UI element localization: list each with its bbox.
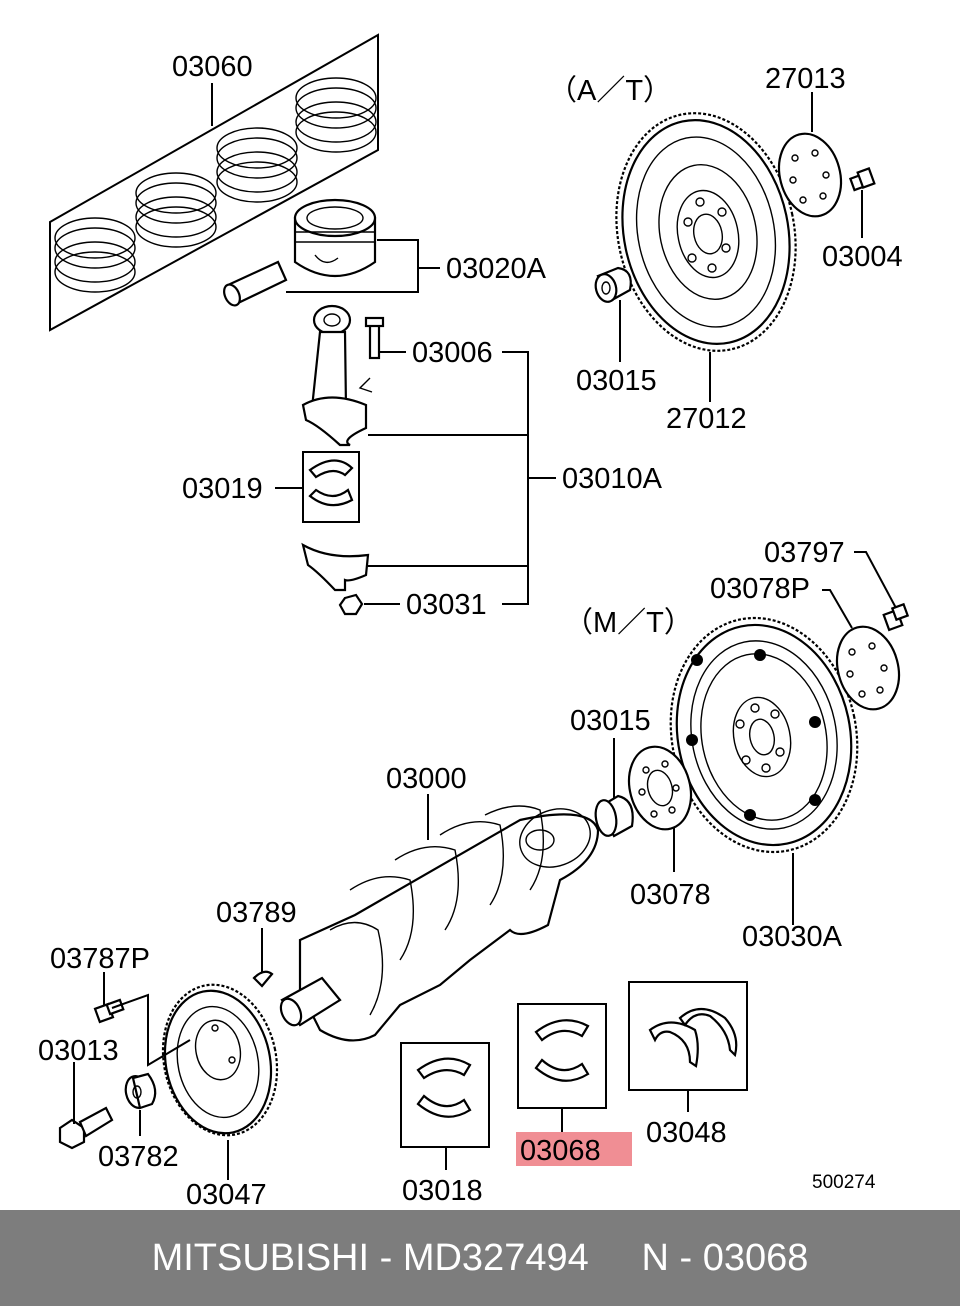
label-03020A: 03020A [446,253,547,285]
label-03006: 03006 [412,337,493,369]
footer-separator: - [369,1236,403,1279]
piston-pin [223,260,288,307]
label-27012: 27012 [666,403,747,435]
main-bearing-03068: 03068 [516,1003,632,1167]
piston-ring-set-3 [216,127,298,203]
crank-pulley: 03047 [161,983,279,1210]
label-03004: 03004 [822,241,903,273]
footer-ref: N - 03068 [641,1236,809,1279]
label-03000: 03000 [386,763,467,795]
rod-cap: 03031 [301,542,487,621]
crankshaft-nose [279,976,342,1027]
spacer-mt: 03015 [570,705,651,838]
label-03782: 03782 [98,1141,179,1173]
footer-gap [589,1237,642,1280]
thrust-washers-03048: 03048 [628,981,748,1149]
rod-bolt [364,316,385,360]
drive-plate-bolt: 03004 [822,167,903,273]
label-03797: 03797 [764,537,845,569]
drive-plate-at: 27012 [615,112,797,435]
label-03015-mt: 03015 [570,705,651,737]
diagram-number: 500274 [812,1172,876,1193]
label-03015-at: 03015 [576,365,657,397]
crank-pulley-bolt: 03013 [38,993,191,1150]
woodruff-key: 03789 [216,897,297,988]
spacer-at: 03015 [576,266,657,397]
main-bearing-03018: 03018 [400,1042,490,1207]
label-03031: 03031 [406,589,487,621]
label-03060: 03060 [172,51,253,83]
part-info-footer: MITSUBISHI - MD327494 N - 03068 [0,1210,960,1306]
piston-ring-set-2 [135,172,217,248]
label-mt: （M／T） [564,607,693,639]
flywheel-mt: 03030A [669,616,859,953]
parts-diagram: 03060 03020A 03006 03010A [38,33,910,1210]
label-at: （A／T） [548,75,672,107]
label-03047: 03047 [186,1179,267,1210]
label-03078: 03078 [630,879,711,911]
crankshaft: 03000 [279,763,600,1042]
label-03078P: 03078P [710,573,810,605]
flywheel-bolt: 03797 [764,537,910,632]
crank-adapter-plate: 03078 [627,745,711,911]
label-03018: 03018 [402,1175,483,1207]
piston: 03020A [223,198,547,307]
crank-pulley-bolt-small: 03787P [50,943,150,1024]
piston-ring-set-4 [295,77,377,153]
pulley-washer: 03782 [98,1072,179,1173]
rod-bearing: 03019 [182,451,360,523]
label-03013: 03013 [38,1035,119,1067]
footer-brand: MITSUBISHI [151,1236,370,1279]
highlight-03068 [516,1132,632,1166]
piston-rings-group: 03060 [49,33,379,332]
label-03068: 03068 [520,1135,601,1167]
label-03010A: 03010A [562,463,663,495]
label-03789: 03789 [216,897,297,929]
rod-nut [338,593,364,616]
label-03030A: 03030A [742,921,843,953]
adapter-plate-mt: 03078P [710,573,901,711]
label-03787P: 03787P [50,943,150,975]
connecting-rod: 03006 03010A [301,304,663,605]
footer-part-number: MD327494 [402,1236,589,1279]
label-27013: 27013 [765,63,846,95]
adapter-plate-at: 27013 [765,63,846,218]
label-03019: 03019 [182,473,263,505]
label-03048: 03048 [646,1117,727,1149]
piston-ring-set-1 [54,217,136,293]
